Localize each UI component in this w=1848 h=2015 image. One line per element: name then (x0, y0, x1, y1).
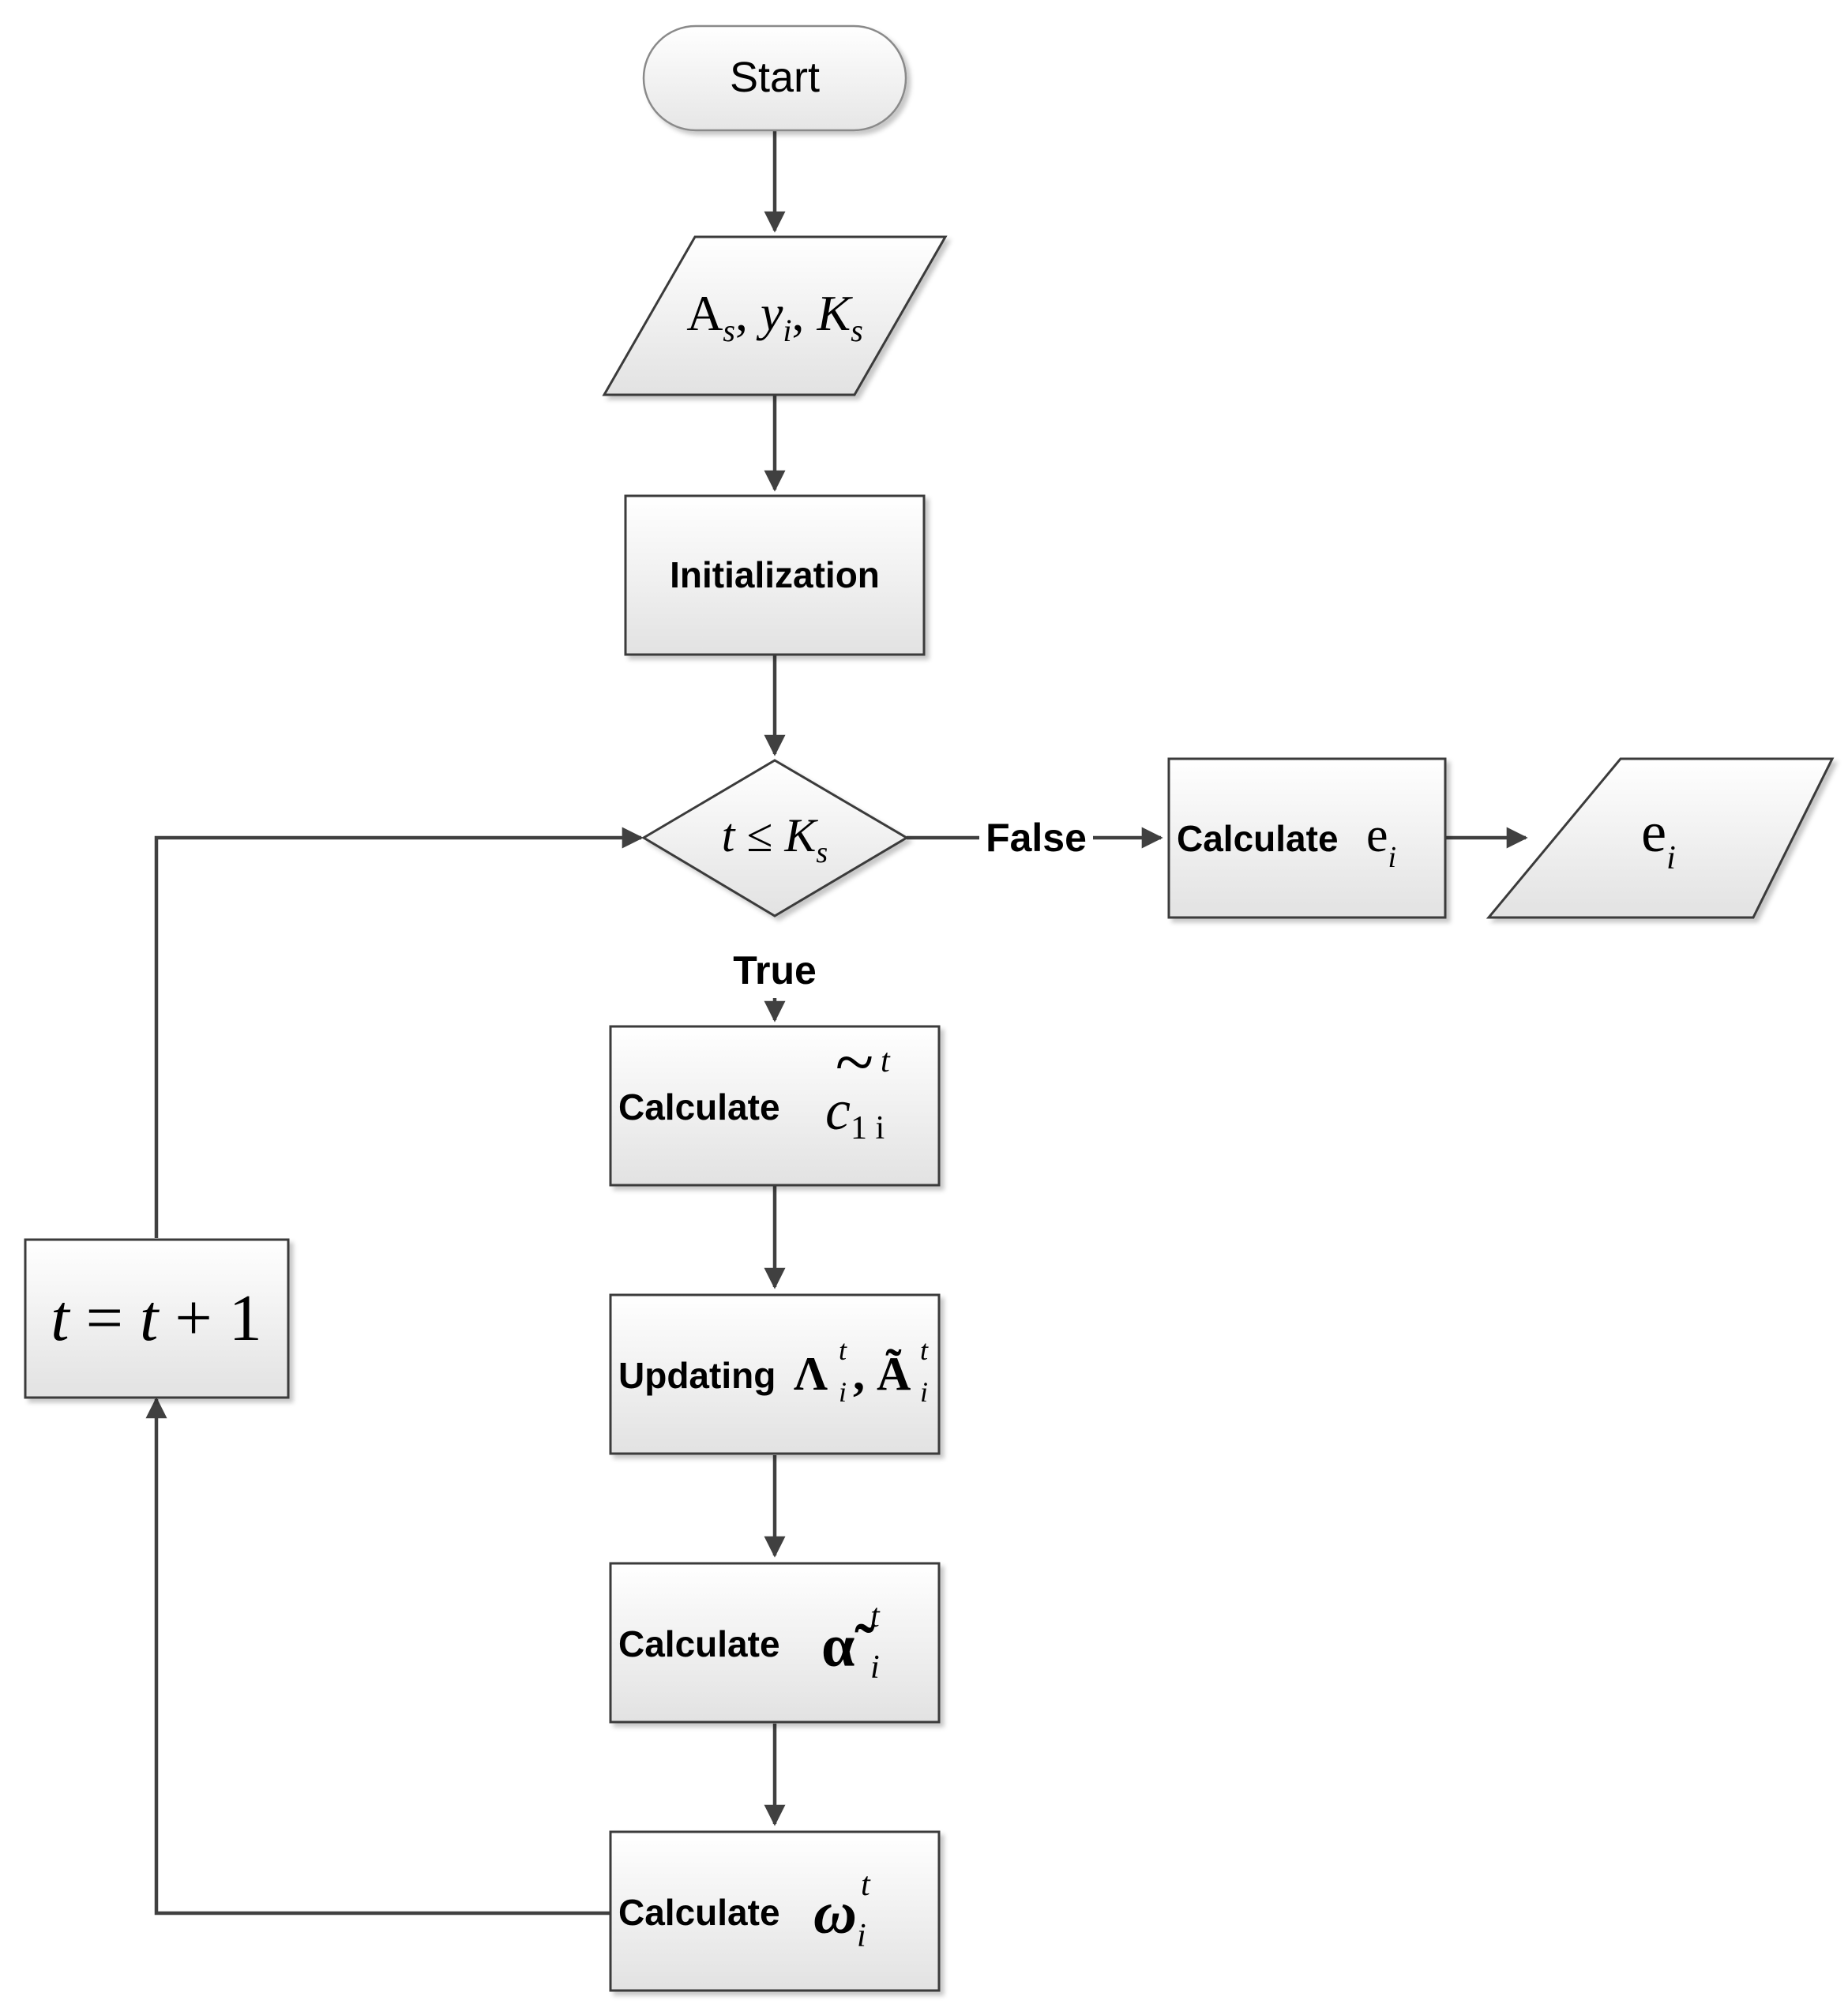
calc-e-box: Calculate ei (1167, 757, 1447, 919)
init-label: Initialization (670, 554, 880, 595)
init-box: Initialization (624, 494, 926, 656)
calc-alpha-box: Calculate α̃ t i (609, 1562, 941, 1724)
calc-omega-sup: t (861, 1867, 871, 1903)
calc-c-box: Calculate ~ t c1 i (609, 1023, 941, 1187)
calc-alpha-label: Calculate (618, 1623, 780, 1664)
calc-alpha-sup: t (870, 1598, 881, 1634)
calc-e-label: Calculate (1177, 818, 1339, 859)
calc-c-label: Calculate (618, 1086, 780, 1128)
start-terminal: Start (642, 24, 907, 132)
calc-alpha-sub: i (870, 1649, 880, 1686)
update-a-sup: t (920, 1334, 929, 1366)
decision-condition: t ≤ Ks (722, 809, 828, 869)
update-lambda-sup: t (839, 1334, 847, 1366)
calc-e-symbol: ei (1366, 809, 1396, 874)
edge-increment-to-decision (154, 827, 644, 1238)
calc-omega-sub: i (857, 1918, 866, 1954)
input-parallelogram: As, yi, Ks (602, 235, 948, 396)
output-parallelogram: ei (1486, 757, 1835, 919)
false-label-bg (979, 813, 1093, 862)
edge-calc-omega-to-increment (145, 1397, 610, 1916)
update-symbol-lambda: Λ (794, 1348, 828, 1400)
connectors (145, 130, 1528, 1916)
update-lambda-sub: i (839, 1376, 847, 1408)
edge-label-true: True (733, 948, 817, 992)
output-symbol: ei (1641, 801, 1676, 876)
calc-c-superscript: t (881, 1043, 891, 1079)
increment-formula: t = t + 1 (51, 1281, 261, 1355)
calc-omega-box: Calculate ω t i (609, 1830, 941, 1992)
update-label: Updating (618, 1355, 776, 1396)
edge-label-false: False (986, 816, 1087, 860)
update-box: Updating Λ t i , Ã t i (609, 1293, 941, 1455)
calc-c-symbol: c1 i (825, 1079, 885, 1146)
input-formula: As, yi, Ks (686, 285, 863, 348)
update-symbol-a: Ã (877, 1348, 911, 1400)
increment-box: t = t + 1 (24, 1238, 290, 1399)
start-label: Start (730, 54, 820, 101)
decision-diamond: t ≤ Ks (641, 759, 909, 917)
update-separator: , (853, 1348, 865, 1400)
calc-omega-label: Calculate (618, 1892, 780, 1933)
calc-c-accent: ~ (836, 1023, 874, 1101)
calc-omega-symbol: ω (813, 1880, 857, 1946)
update-a-sub: i (920, 1376, 928, 1408)
